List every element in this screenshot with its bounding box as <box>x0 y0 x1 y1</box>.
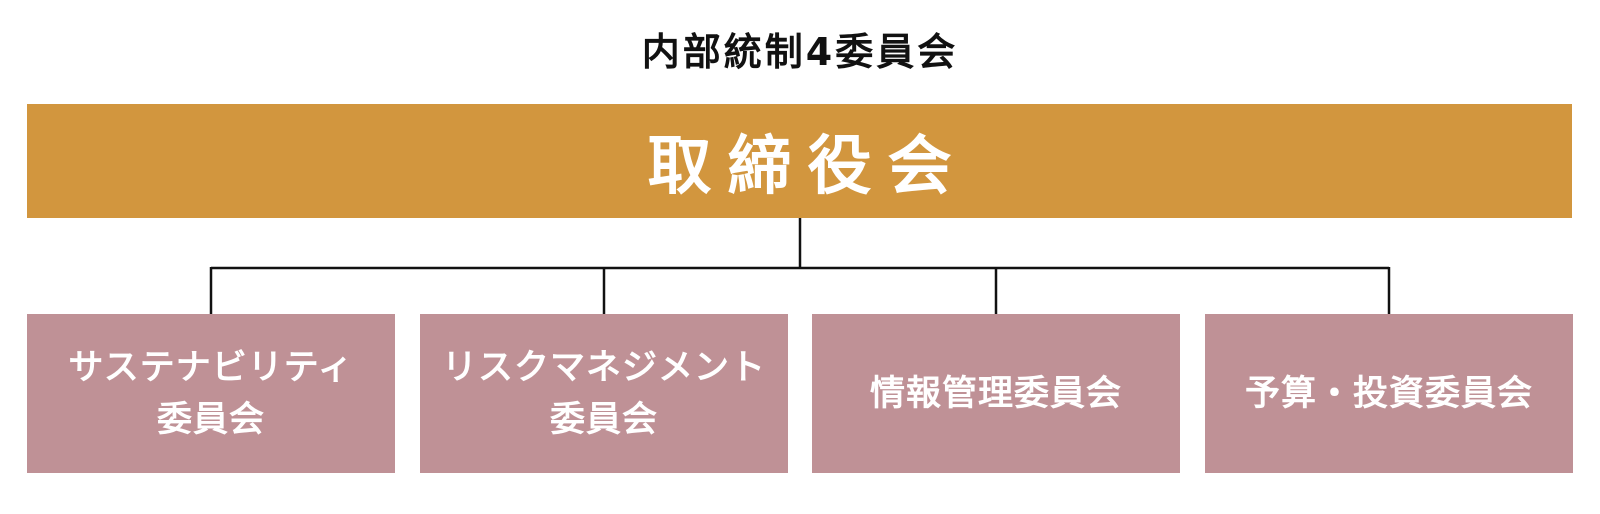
committee-label-risk-management: リスクマネジメント 委員会 <box>441 347 766 440</box>
diagram-title: 内部統制4委員会 <box>641 30 959 74</box>
committee-box-risk-management: リスクマネジメント 委員会 <box>420 314 788 473</box>
board-of-directors-label: 取締役会 <box>647 130 968 204</box>
committee-label-sustainability: サステナビリティ 委員会 <box>68 347 354 440</box>
committee-box-budget-investment: 予算・投資委員会 <box>1205 314 1573 473</box>
committee-box-information-management: 情報管理委員会 <box>812 314 1180 473</box>
committee-box-sustainability: サステナビリティ 委員会 <box>27 314 395 473</box>
committee-label-information-management: 情報管理委員会 <box>869 373 1122 414</box>
committee-label-budget-investment: 予算・投資委員会 <box>1244 373 1533 414</box>
board-of-directors-box: 取締役会 <box>27 104 1572 218</box>
